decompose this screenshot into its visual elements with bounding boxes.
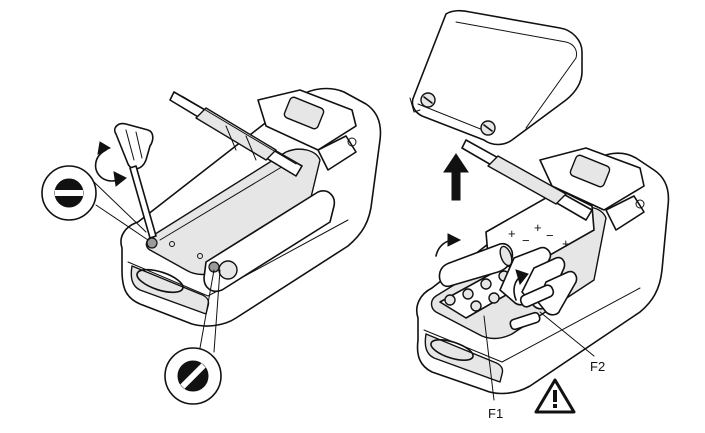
battery-mark: −	[522, 233, 530, 248]
battery-mark: −	[546, 228, 554, 243]
fuse-1-leader	[483, 315, 495, 401]
slotted-screw-icon	[164, 269, 222, 405]
slotted-screw-icon	[41, 165, 149, 241]
battery-mark: +	[534, 220, 542, 235]
meter-left	[120, 87, 382, 327]
warning-triangle-icon	[534, 378, 576, 414]
battery-door	[409, 9, 583, 146]
arrow-up-icon	[443, 153, 469, 201]
fuse-2-label: F2	[590, 359, 605, 374]
battery-mark: +	[562, 236, 570, 251]
fuse-2-leader	[539, 311, 595, 357]
rotate-arrow-fuse	[513, 269, 529, 301]
battery-mark: +	[508, 226, 516, 241]
rotate-arrow-left	[435, 233, 462, 257]
screwdriver	[113, 122, 157, 239]
fuse-1-label: F1	[488, 406, 503, 421]
rotate-counterclockwise-icon	[94, 141, 127, 187]
